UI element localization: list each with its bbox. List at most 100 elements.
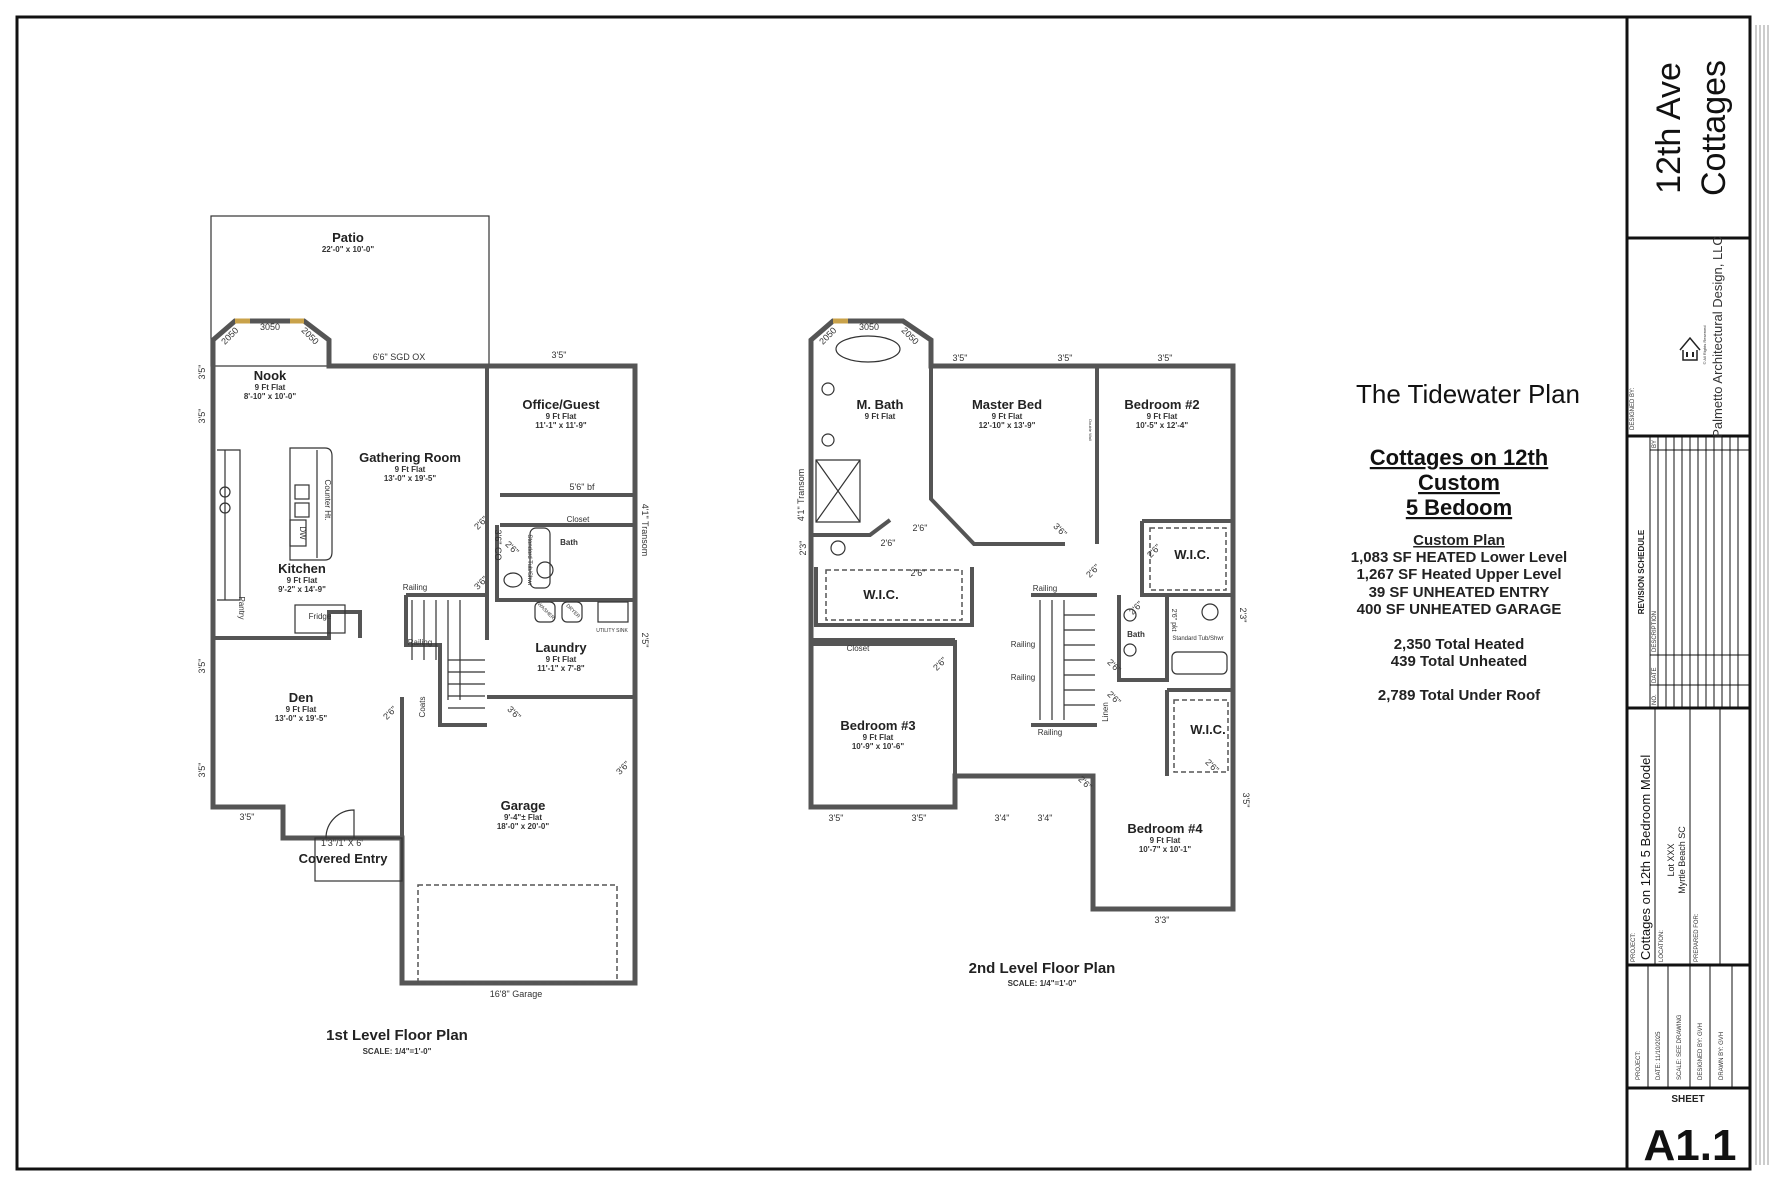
fridge-label: Fridge	[309, 612, 332, 621]
dryer	[561, 601, 583, 623]
revision-col-date: DATE	[1652, 667, 1658, 683]
room-name: Office/Guest	[522, 397, 600, 412]
railing-label: Railing	[1011, 673, 1035, 682]
tub-label: Standard Tub/Shwr	[526, 534, 532, 585]
fridge	[294, 604, 346, 634]
garage-door	[417, 884, 618, 984]
room-name: Den	[289, 690, 314, 705]
room-size: 12'-10" x 13'-9"	[979, 421, 1036, 430]
summary-heading: Custom	[1418, 470, 1500, 495]
stair	[411, 600, 485, 709]
window-dim: 2050	[219, 325, 240, 346]
window-dim: 2'3"	[798, 541, 808, 556]
title-block-frame	[1625, 15, 1752, 1171]
railing-label: Railing	[1011, 640, 1035, 649]
door-dim: 1'3"/1' X 6'	[321, 838, 363, 848]
door-dim: 2'6"	[911, 568, 926, 578]
room-ceiling: 9 Ft Flat	[1147, 412, 1178, 421]
toilet	[830, 540, 846, 556]
dishwasher-label: DW	[298, 526, 307, 540]
toilet	[536, 561, 554, 579]
revision-col-by: BY	[1652, 440, 1658, 448]
location-line: Lot XXX	[1666, 843, 1676, 876]
area-line: 1,083 SF HEATED Lower Level	[1351, 549, 1567, 566]
door-dim: 6'6" SGD OX	[373, 352, 425, 362]
firm-tagline: © All Rights Reserved	[1702, 326, 1707, 365]
location-line: Myrtle Beach SC	[1677, 826, 1687, 894]
door-dim: 2'6" pkt	[1170, 609, 1177, 632]
room-name: W.I.C.	[1174, 547, 1209, 562]
room-ceiling: 9 Ft Flat	[546, 655, 577, 664]
railing-label: Railing	[1038, 728, 1062, 737]
room-size: 22'-0" x 10'-0"	[322, 245, 375, 254]
room-name: Bedroom #2	[1124, 397, 1199, 412]
room-name: Master Bed	[972, 397, 1042, 412]
plan-title: 1st Level Floor Plan	[326, 1027, 468, 1044]
room-name: Patio	[332, 230, 364, 245]
summary-subheading: Custom Plan	[1413, 532, 1505, 549]
room-name: Kitchen	[278, 561, 326, 576]
wic-shelf	[1149, 527, 1227, 591]
window-dim: 3'5"	[953, 353, 968, 363]
stove-burner	[219, 502, 231, 514]
room-size: 11'-1" x 7'-8"	[537, 664, 585, 673]
window-dim: 2'5"	[640, 633, 650, 648]
room-name: Laundry	[535, 640, 587, 655]
room-ceiling: 9 Ft Flat	[1150, 836, 1181, 845]
plan-name: The Tidewater Plan	[1356, 379, 1580, 409]
room-ceiling: 9 Ft Flat	[395, 465, 426, 474]
window-dim: 3'5"	[197, 659, 207, 674]
sink-icon	[294, 502, 310, 518]
window-dim: 3'4"	[995, 813, 1010, 823]
plan-scale: SCALE: 1/4"=1'-0"	[363, 1047, 432, 1056]
interior-walls	[811, 366, 1233, 776]
window-dim: 3'5"	[912, 813, 927, 823]
revision-col-no: NO.	[1652, 694, 1658, 705]
door-dim: 3'6"	[505, 704, 523, 722]
field-scale: SCALE: SEE DRAWING	[1677, 1014, 1683, 1080]
room-name: Covered Entry	[299, 851, 389, 866]
field-designed-by: DESIGNED BY: GVH	[1698, 1023, 1704, 1080]
wic-shelf	[825, 569, 963, 621]
lavatory	[503, 572, 523, 588]
counter-height-label: Counter Ht.	[323, 480, 332, 521]
linen-label: Linen	[1101, 702, 1110, 722]
toilet	[1201, 603, 1219, 621]
room-name: M. Bath	[857, 397, 904, 412]
door-dim: 2'6"	[1084, 562, 1102, 580]
lavatory	[1123, 643, 1137, 657]
wic-shelf	[1173, 699, 1229, 773]
window-dim: 3'5"	[1058, 353, 1073, 363]
window-dim: 3'5"	[1241, 793, 1251, 808]
fine-print	[1755, 25, 1769, 1165]
lavatory	[821, 382, 835, 396]
summary-heading: Cottages on 12th	[1370, 445, 1548, 470]
door-dim: 3'6"	[1051, 521, 1069, 539]
designed-by-label: DESIGNED BY:	[1630, 387, 1636, 430]
revision-schedule[interactable]: REVISION SCHEDULE NO. DATE DESCRIPTION B…	[1637, 436, 1750, 708]
window-dim: 3'5"	[197, 365, 207, 380]
room-size: 8'-10" x 10'-0"	[244, 392, 297, 401]
room-size: 13'-0" x 19'-5"	[275, 714, 328, 723]
window-dim: 3'3"	[1155, 915, 1170, 925]
door-dim: 3'6" CO	[493, 530, 503, 561]
field-date: DATE: 11/10/2025	[1656, 1031, 1662, 1080]
room-name: W.I.C.	[1190, 722, 1225, 737]
window-dim: 3'5"	[197, 763, 207, 778]
window-dim: 3'4"	[1038, 813, 1053, 823]
area-line: 1,267 SF Heated Upper Level	[1356, 566, 1561, 583]
under-roof-line: 2,789 Total Under Roof	[1378, 687, 1541, 704]
room-size: 10'-5" x 12'-4"	[1136, 421, 1189, 430]
room-name: Bath	[1127, 630, 1145, 639]
covered-entry-outline	[314, 837, 403, 882]
door-dim: 3'6"	[614, 759, 632, 777]
window-dim: 3'5"	[197, 409, 207, 424]
window-dim: 3050	[859, 322, 879, 332]
room-name: W.I.C.	[863, 587, 898, 602]
sink-icon	[294, 484, 310, 500]
railing-label: Railing	[408, 638, 432, 647]
project-name: 12th Ave	[1650, 62, 1688, 194]
kitchen-counter	[217, 447, 333, 601]
transom-dim: 4'1" Transom	[640, 504, 650, 556]
room-size: 13'-0" x 19'-5"	[384, 474, 437, 483]
